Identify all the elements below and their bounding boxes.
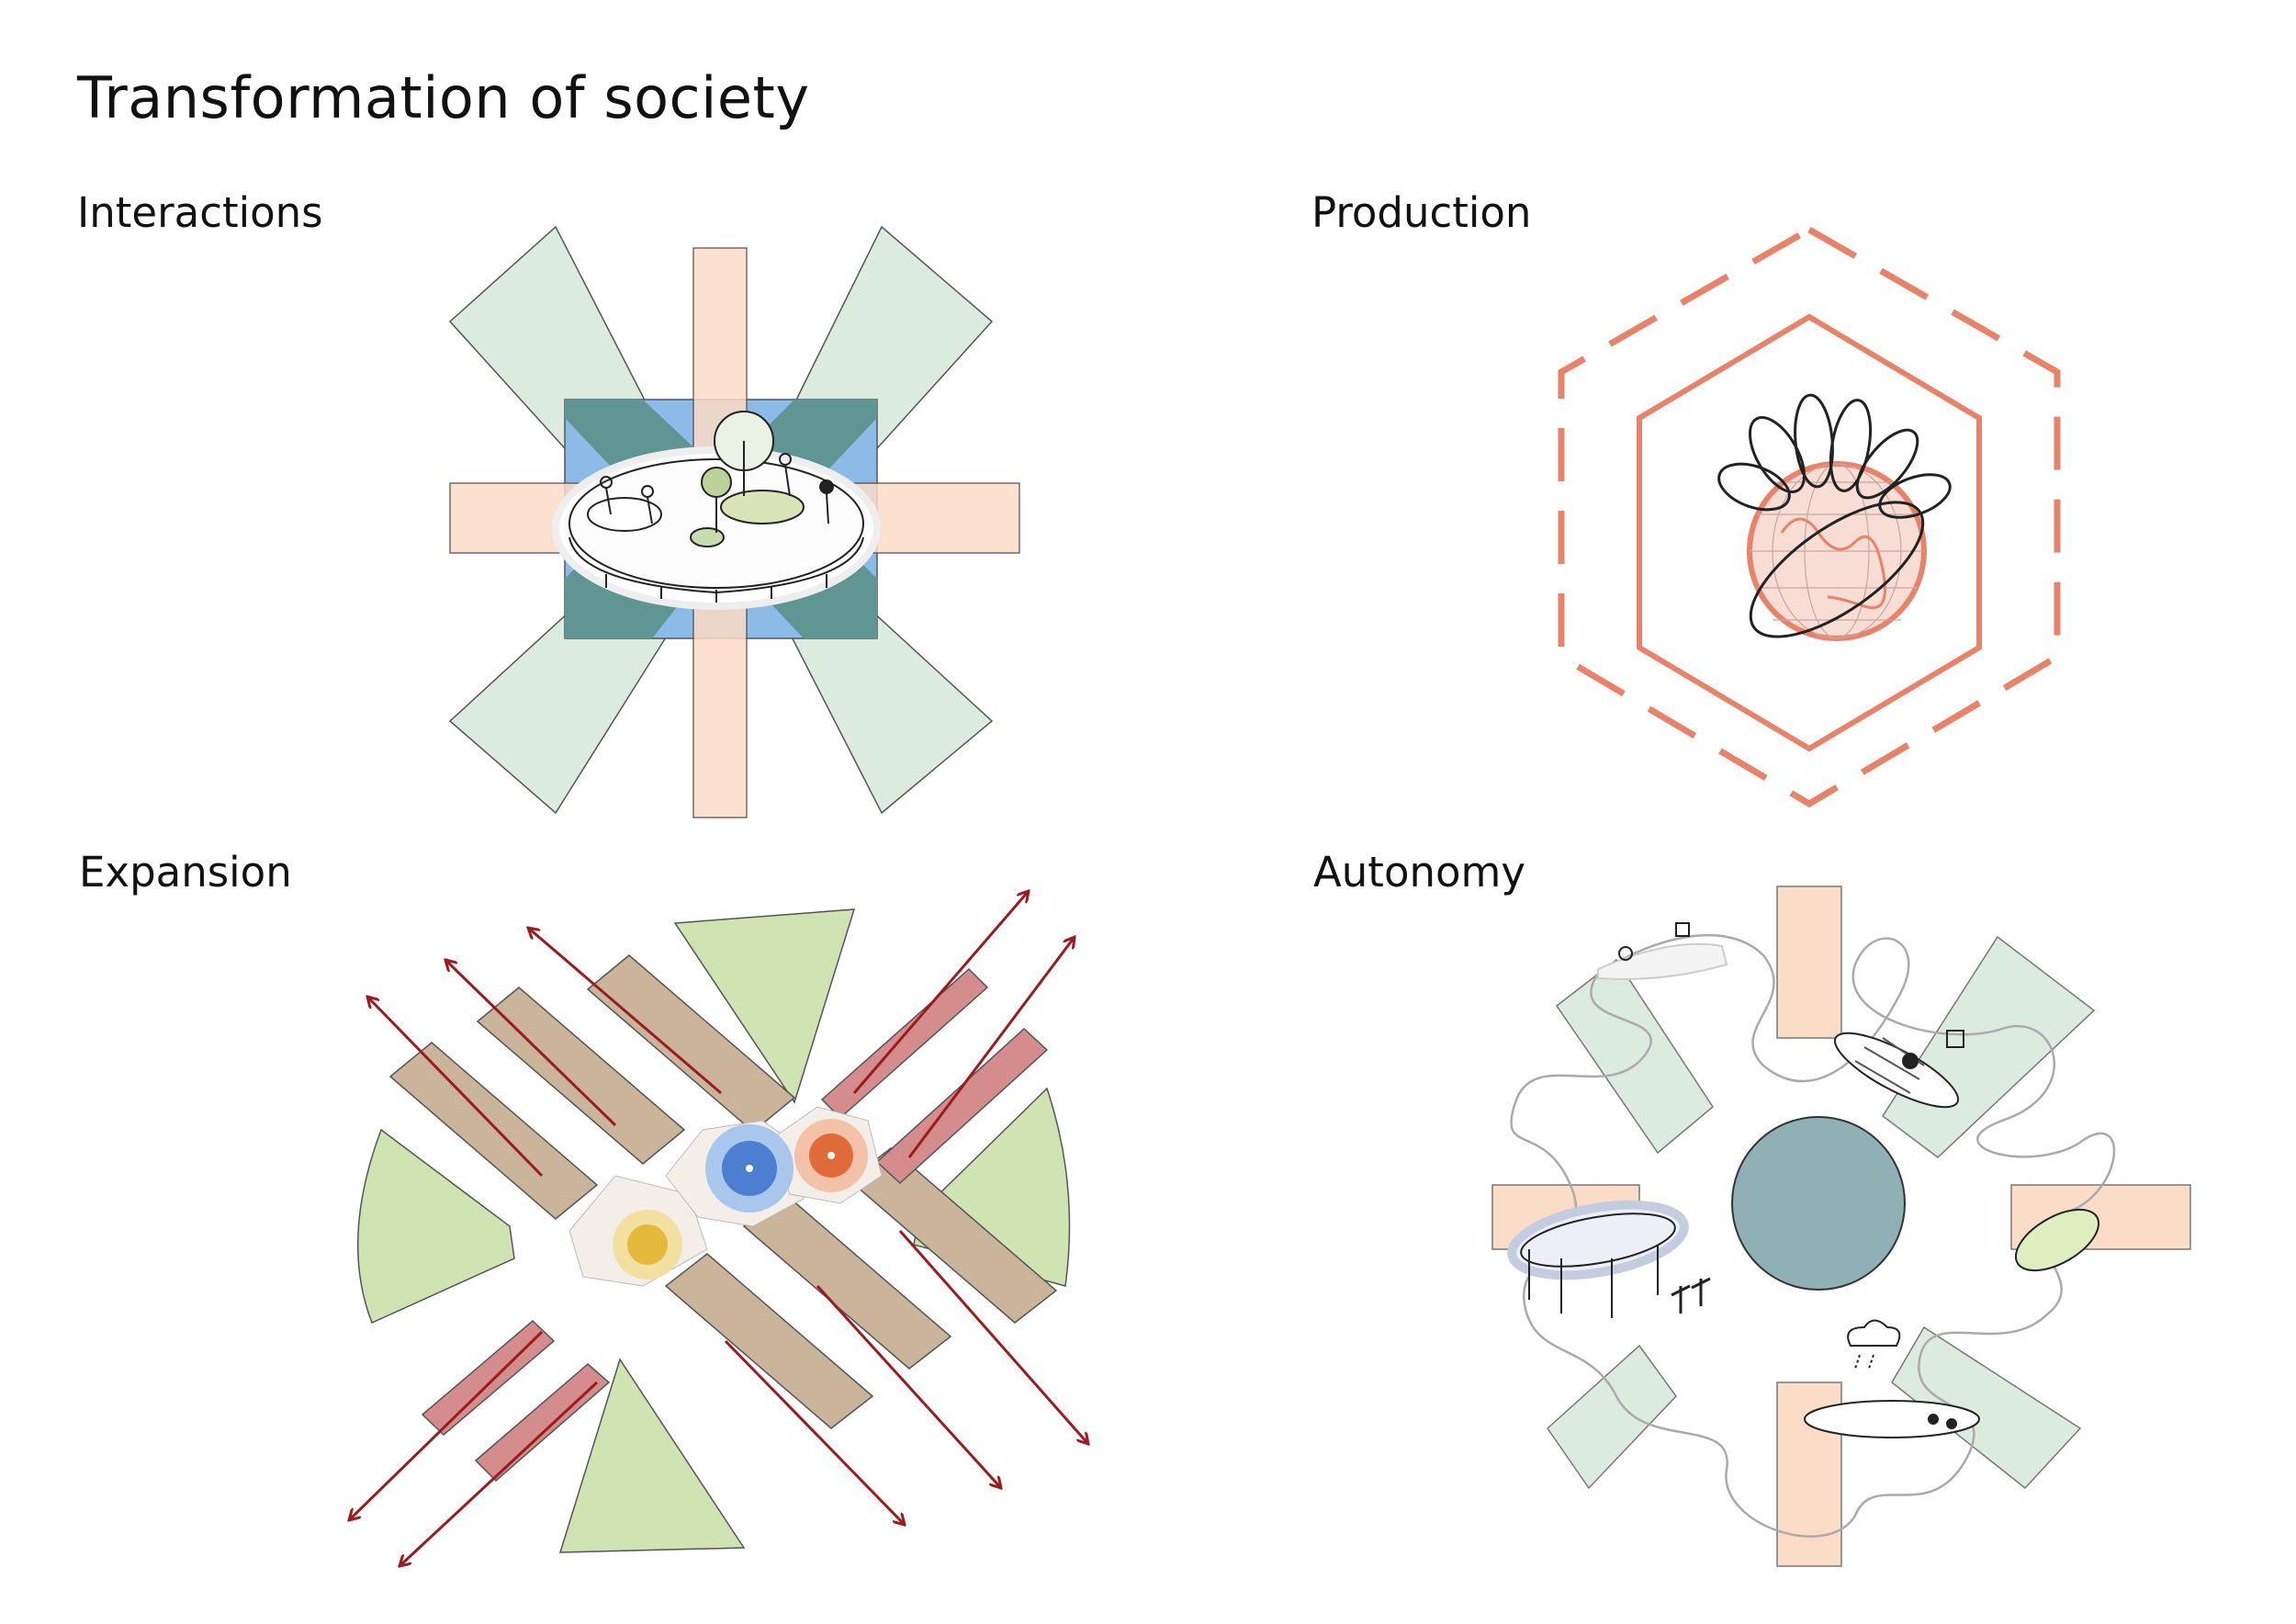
expansion-label: Expansion	[79, 848, 292, 897]
globe-with-loops	[1717, 393, 1952, 641]
tan-bar-ul-2	[476, 987, 686, 1165]
expansion-diagram	[340, 882, 1111, 1589]
mint-block-sw	[1547, 1344, 1677, 1490]
green-sector-left	[357, 1128, 515, 1325]
arrow-ne-2	[907, 937, 1075, 1158]
arrow-nw-1	[367, 997, 544, 1178]
community-platform-sketch	[552, 411, 881, 610]
tan-bar-ul-3	[586, 954, 796, 1133]
mint-block-nw	[1555, 958, 1714, 1155]
tan-bar-ul-1	[388, 1042, 599, 1220]
arrow-se-1	[724, 1339, 905, 1525]
arrow-sw-2	[400, 1381, 599, 1566]
floating-platform-sketches	[1507, 922, 2100, 1438]
outer-dashed-hexagon	[1558, 225, 2061, 808]
tan-bar-lr-1	[664, 1253, 874, 1429]
arrow-se-3	[898, 1230, 1088, 1444]
production-diagram	[1558, 225, 2061, 808]
central-teal-circle	[1731, 1116, 1906, 1291]
interactions-diagram	[448, 225, 1020, 818]
interactions-label: Interactions	[77, 188, 323, 237]
production-label: Production	[1311, 188, 1532, 237]
green-triangle-bottom	[558, 1358, 746, 1553]
rose-bar-sw-1	[421, 1319, 556, 1437]
arrow-nw-2	[445, 960, 617, 1127]
mint-block-se	[1891, 1325, 2082, 1490]
wandering-paths	[1510, 933, 2116, 1538]
autonomy-label: Autonomy	[1313, 848, 1525, 897]
rose-bar-sw-2	[474, 1363, 611, 1483]
autonomy-diagram	[1491, 885, 2191, 1567]
inner-hexagon	[1637, 313, 1982, 752]
arrow-nw-3	[528, 928, 722, 1095]
peach-block-top	[1776, 885, 1842, 1039]
innovation-hubs	[568, 1106, 883, 1287]
page-title: Transformation of society	[77, 64, 810, 131]
arrow-sw-1	[349, 1330, 544, 1520]
arrow-ne-1	[852, 891, 1029, 1094]
arrow-se-2	[816, 1284, 1001, 1488]
mint-block-ne	[1881, 935, 2096, 1158]
green-triangle-top	[673, 908, 856, 1104]
